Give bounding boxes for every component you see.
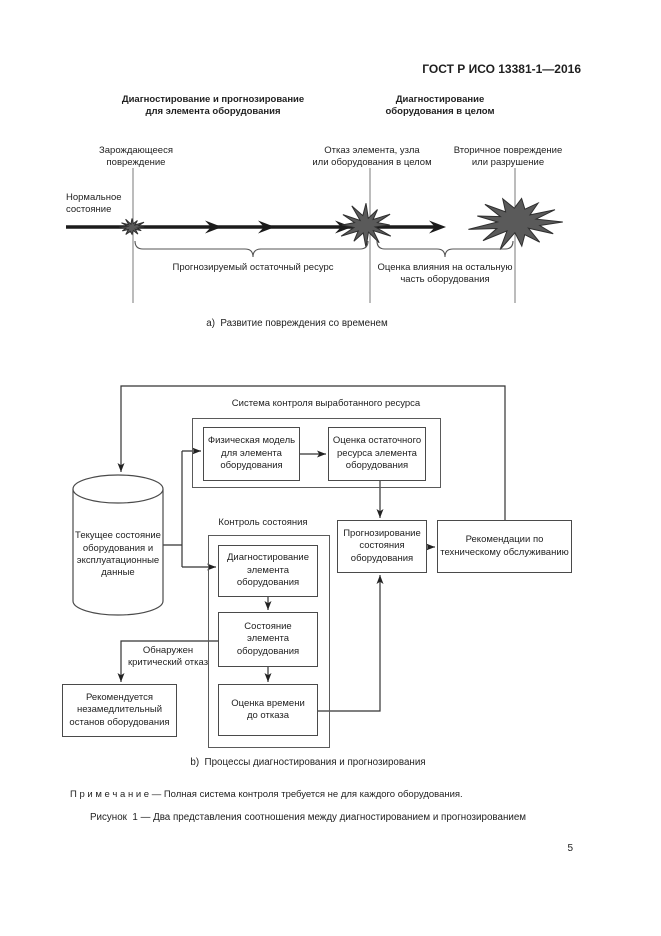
box-element-state: Состояние элемента оборудования: [218, 612, 318, 667]
box-remaining-life-estimate: Оценка остаточного ресурса элемента обор…: [328, 427, 426, 481]
label-secondary-damage: Вторичное повреждение или разрушение: [453, 145, 563, 169]
starburst-secondary-damage: [468, 197, 563, 251]
box-prognosis: Прогнозирование состояния оборудования: [337, 520, 427, 573]
label-critical-failure-detected: Обнаружен критический отказ: [127, 645, 209, 669]
database-cylinder-top: [72, 474, 164, 504]
label-usage-monitoring-system: Система контроля выработанного ресурса: [231, 398, 421, 409]
timeline-arrowhead: [258, 220, 275, 234]
label-condition-monitoring: Контроль состояния: [218, 517, 308, 528]
column-title-machine: Диагностирование оборудования в целом: [385, 94, 495, 118]
box-immediate-shutdown: Рекомендуется незамедлительный останов о…: [62, 684, 177, 737]
document-number: ГОСТ Р ИСО 13381-1—2016: [422, 62, 581, 76]
connector-database-out: [163, 451, 183, 567]
label-failure: Отказ элемента, узла или оборудования в …: [312, 145, 432, 169]
connector-time-to-prognosis: [318, 575, 384, 712]
group-condition-monitoring: [208, 535, 330, 748]
note-text: П р и м е ч а н и е — Полная система кон…: [70, 789, 463, 800]
page-number: 5: [567, 843, 573, 854]
starburst-failure: [340, 203, 392, 248]
box-maintenance-recommendations: Рекомендации по техническому обслуживани…: [437, 520, 572, 573]
box-database-text: Текущее состояние оборудования и эксплуа…: [75, 530, 161, 579]
database-cylinder: [72, 489, 164, 616]
timeline-arrowhead: [335, 220, 352, 234]
column-title-element: Диагностирование и прогнозирование для э…: [121, 94, 305, 118]
connector-feedback: [117, 385, 506, 520]
brace-remaining-life: [134, 240, 369, 258]
starburst-incipient-damage: [119, 218, 145, 236]
caption-b: b) Процессы диагностирования и прогнозир…: [190, 757, 426, 768]
box-time-to-failure: Оценка времени до отказа: [218, 684, 318, 736]
timeline-arrowhead: [205, 220, 222, 234]
box-physical-model: Физическая модель для элемента оборудова…: [203, 427, 300, 481]
connector-critical-failure: [117, 640, 218, 682]
box-diagnostics: Диагностирование элемента оборудования: [218, 545, 318, 597]
label-normal-state: Нормальное состояние: [66, 192, 122, 216]
caption-a: а) Развитие повреждения со временем: [206, 318, 388, 329]
label-predicted-remaining-life: Прогнозируемый остаточный ресурс: [172, 262, 334, 273]
figure-caption: Рисунок 1 — Два представления соотношени…: [90, 812, 527, 823]
timeline-arrowhead: [429, 220, 446, 234]
label-impact-assessment: Оценка влияния на остальную часть оборуд…: [377, 262, 513, 286]
brace-impact-assessment: [376, 240, 514, 258]
label-incipient-damage: Зарождающееся повреждение: [99, 145, 173, 169]
